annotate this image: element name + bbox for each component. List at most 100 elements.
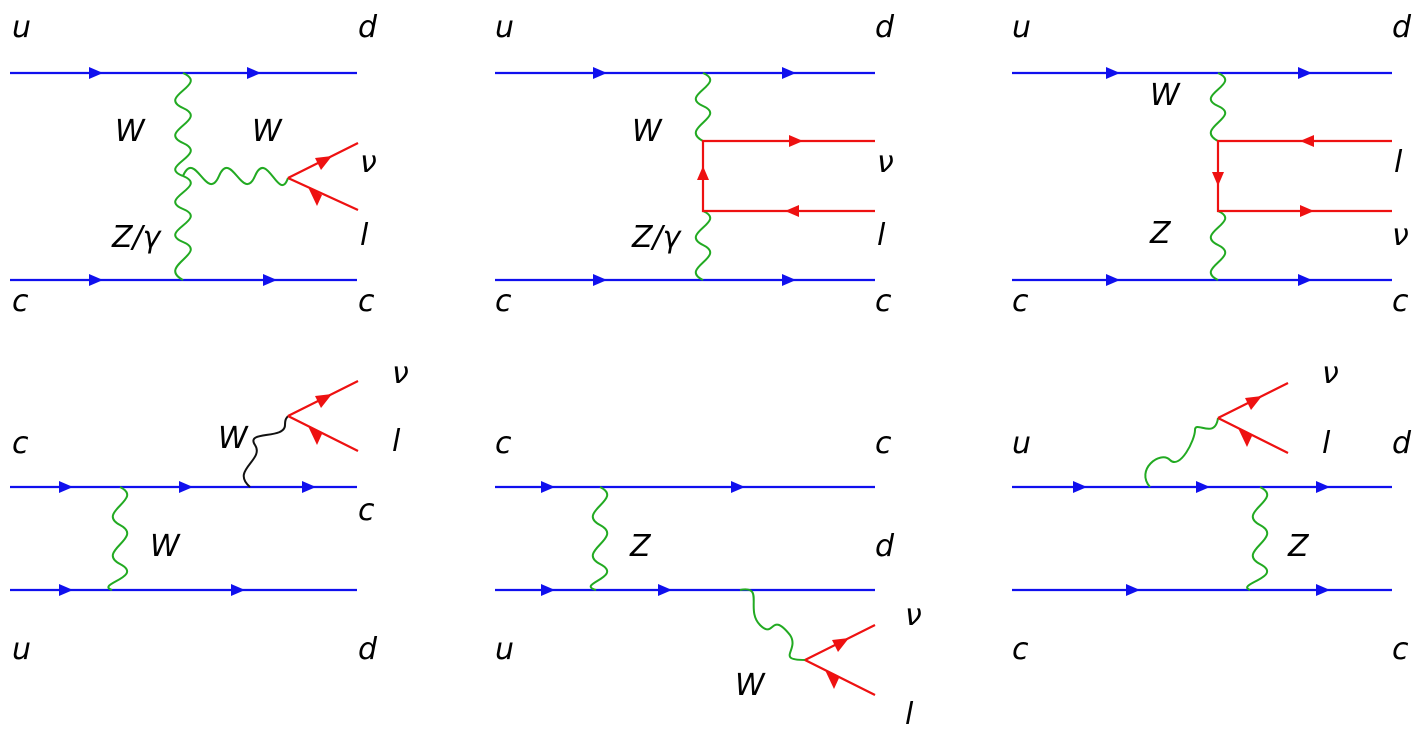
quark-arrow [263, 274, 277, 286]
z-boson [1209, 210, 1227, 281]
quark-arrow [1106, 274, 1120, 286]
diagram-1: u d c c W W Z/γ ν l [10, 10, 378, 319]
diagram-3: u d c c W Z l ν [1012, 10, 1412, 319]
label-boson-z-gamma: Z/γ [631, 220, 683, 255]
quark-arrow [1126, 584, 1140, 596]
label-neutrino: ν [1392, 218, 1409, 253]
w-boson-emitted [242, 415, 289, 488]
quark-arrow [89, 67, 103, 79]
lepton-arrow [1238, 428, 1252, 447]
emitted-boson [1144, 417, 1219, 488]
label-boson-z: Z [1149, 216, 1172, 251]
lepton-arrow [308, 426, 322, 445]
label-lepton: l [1394, 145, 1403, 180]
quark-arrow [59, 481, 73, 493]
quark-arrow [1316, 584, 1330, 596]
quark-arrow [782, 67, 796, 79]
lepton-line [287, 176, 359, 212]
quark-arrow [1073, 481, 1087, 493]
lepton-arrow [1212, 172, 1224, 186]
lepton-arrow [697, 166, 709, 180]
diagram-5: c c u d Z W ν l [495, 426, 922, 729]
quark-arrow [1316, 481, 1330, 493]
diagram-6: u d c c Z ν l [1012, 356, 1412, 667]
z-gamma-boson [694, 210, 712, 281]
label-out-bottom: d [358, 632, 378, 667]
lepton-arrow [1245, 396, 1262, 410]
label-out-top: d [1392, 10, 1412, 45]
label-boson-w-emitted: W [735, 668, 766, 703]
lepton-arrow [832, 638, 849, 652]
lepton-arrow [308, 187, 322, 206]
label-boson-w-emitted: W [218, 421, 249, 456]
label-in-bottom: c [495, 284, 512, 319]
label-boson-w-horizontal: W [252, 114, 283, 149]
label-out-bottom: c [875, 284, 892, 319]
label-out-bottom: c [358, 284, 375, 319]
label-in-top: c [495, 426, 512, 461]
label-neutrino: ν [392, 356, 409, 391]
label-boson-z-gamma: Z/γ [111, 220, 163, 255]
quark-arrow [731, 481, 745, 493]
z-boson-exchange [589, 486, 609, 591]
label-out-top: c [875, 426, 892, 461]
lepton-line [1217, 417, 1289, 454]
quark-arrow [658, 584, 672, 596]
quark-arrow [1196, 481, 1210, 493]
label-in-bottom: c [1012, 284, 1029, 319]
z-gamma-boson-vertical-bottom [174, 175, 192, 281]
label-boson-w: W [632, 114, 663, 149]
label-out-top: c [358, 493, 375, 528]
diagram-2: u d c c W Z/γ ν l [495, 10, 895, 319]
z-boson-exchange [1246, 486, 1269, 591]
label-neutrino: ν [905, 598, 922, 633]
lepton-arrow [1300, 135, 1314, 147]
diagram-4: c c u d W W ν l [10, 356, 409, 667]
lepton-loop [1216, 139, 1392, 213]
label-in-bottom: u [12, 632, 31, 667]
lepton-arrow [315, 156, 332, 170]
label-lepton: l [360, 218, 369, 253]
label-boson-w: W [1150, 78, 1181, 113]
lepton-arrow [315, 394, 332, 408]
quark-arrow [593, 67, 607, 79]
label-out-bottom: c [1392, 632, 1409, 667]
quark-arrow [179, 481, 193, 493]
lepton-arrow [789, 135, 803, 147]
quark-arrow [1298, 67, 1312, 79]
lepton-arrow [1300, 205, 1314, 217]
quark-arrow [59, 584, 73, 596]
label-in-bottom: u [495, 632, 514, 667]
label-in-top: u [12, 10, 31, 45]
label-in-top: u [1012, 10, 1031, 45]
w-boson-emitted [739, 588, 806, 661]
w-boson [694, 72, 712, 142]
lepton-line [804, 659, 876, 696]
quark-arrow [89, 274, 103, 286]
quark-arrow [782, 274, 796, 286]
quark-arrow [302, 481, 316, 493]
lepton-arrow [785, 205, 799, 217]
lepton-arrow [825, 670, 839, 689]
label-lepton: l [877, 218, 886, 253]
label-out-top: d [1392, 426, 1412, 461]
quark-arrow [247, 67, 261, 79]
label-neutrino: ν [360, 145, 377, 180]
w-boson-exchange [107, 486, 129, 591]
label-lepton: l [1322, 426, 1331, 461]
label-out-top: d [875, 10, 895, 45]
quark-arrow [541, 584, 555, 596]
label-out-bottom: d [875, 529, 895, 564]
label-in-top: c [12, 426, 29, 461]
label-lepton: l [905, 697, 914, 729]
label-lepton: l [392, 424, 401, 459]
label-neutrino: ν [1322, 356, 1339, 391]
label-in-top: u [495, 10, 514, 45]
w-boson-horizontal [182, 167, 289, 187]
label-neutrino: ν [877, 145, 894, 180]
label-boson-w-exchange: W [150, 529, 181, 564]
lepton-loop [701, 139, 875, 213]
label-in-bottom: c [12, 284, 29, 319]
lepton-line [287, 415, 359, 452]
